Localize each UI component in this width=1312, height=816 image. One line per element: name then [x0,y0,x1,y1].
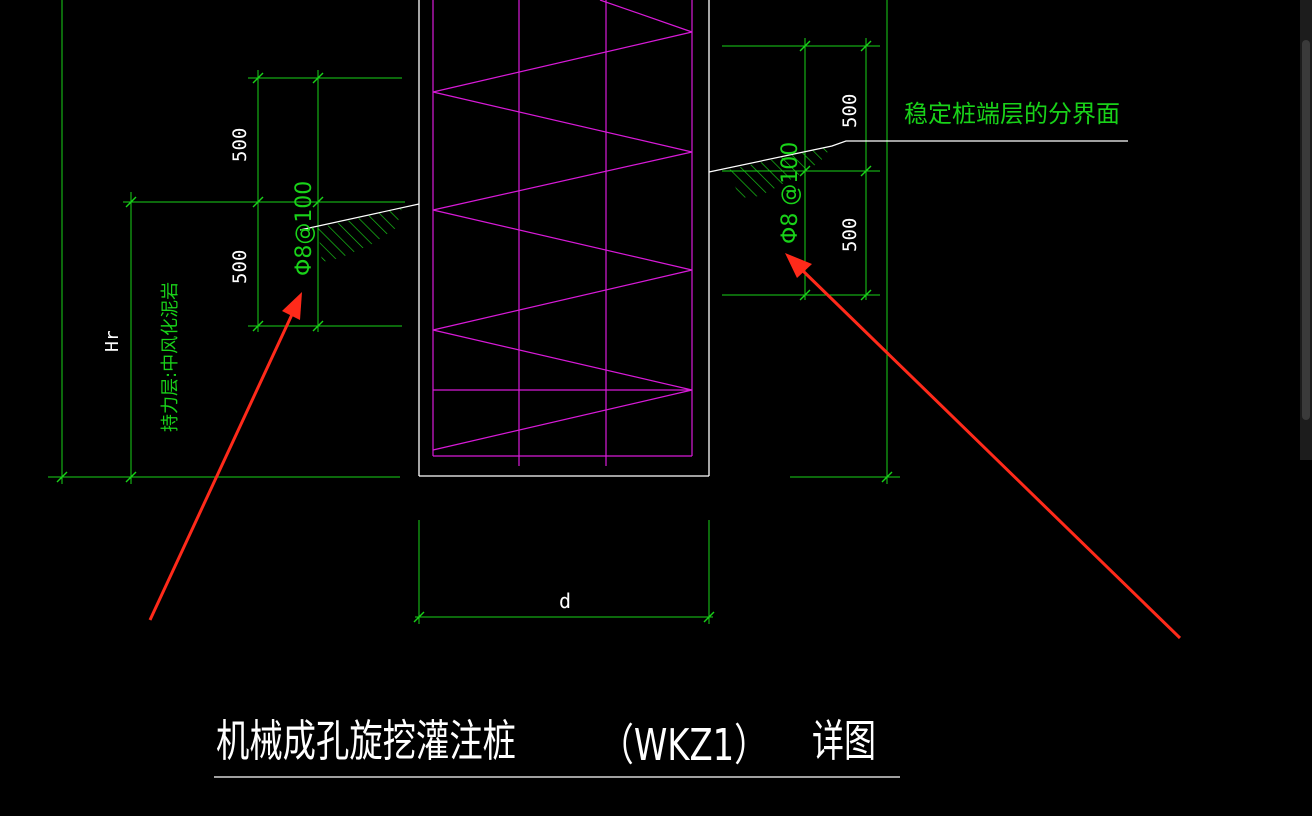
spiral-stirrup [432,31,693,451]
dim-right-bottom: 500 [839,218,861,252]
left-rebar-label: Φ8@100 [292,181,317,276]
diameter-dimension [413,520,715,624]
left-dimensions [48,0,405,484]
dim-left-top: 500 [229,128,251,162]
red-arrow-right [785,253,1182,640]
red-arrow-left [148,292,302,621]
dim-hr: Hr [102,330,123,352]
dim-right-top: 500 [839,94,861,128]
rebar-cage [432,0,693,466]
left-interface-line [299,203,420,231]
stable-interface-label: 稳定桩端层的分界面 [904,100,1120,128]
right-interface-line [708,140,1128,173]
dim-diameter: d [559,589,571,613]
drawing-code: （WKZ1） [600,720,768,771]
right-hatch [728,146,832,198]
drawing-title: 机械成孔旋挖灌注桩 [216,716,516,767]
right-rebar-label: Φ8 @100 [778,142,803,244]
dim-left-bottom: 500 [229,250,251,284]
bearing-layer-label: 持力层:中风化泥岩 [160,282,181,432]
right-dimensions [722,0,900,484]
left-hatch [318,208,402,262]
vertical-scrollbar[interactable] [1300,0,1312,460]
scrollbar-thumb[interactable] [1302,40,1310,420]
pile-outline [418,0,710,477]
drawing-title-suffix: 详图 [812,716,876,767]
